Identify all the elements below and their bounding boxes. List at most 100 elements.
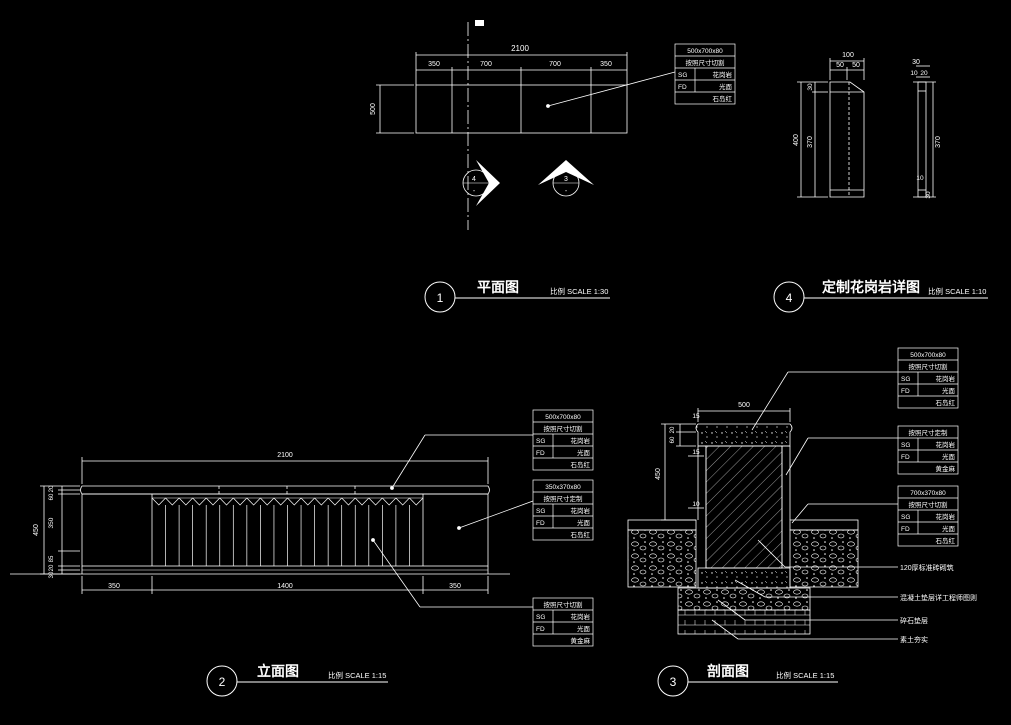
- svg-text:SG: SG: [901, 376, 910, 383]
- slat-chevron: [233, 497, 248, 506]
- detail-view: [797, 58, 936, 198]
- svg-text:石岛红: 石岛红: [571, 530, 591, 539]
- section-dim-text: 500 450 20 60 15 15 10: [655, 402, 750, 508]
- svg-text:黄金麻: 黄金麻: [571, 636, 591, 645]
- svg-text:400: 400: [793, 134, 800, 146]
- slat-chevron: [287, 497, 302, 506]
- marker-4-dash: -: [473, 188, 476, 195]
- svg-text:FD: FD: [536, 520, 545, 527]
- plan-legend: [674, 43, 736, 105]
- svg-text:花岗岩: 花岗岩: [713, 70, 733, 79]
- svg-text:FD: FD: [536, 450, 545, 457]
- slat-chevron: [341, 497, 356, 506]
- slat-chevron: [395, 497, 410, 506]
- detail-dim-text: 100 50 50 30 400 370 30 10 20 370 10 30: [793, 52, 942, 199]
- svg-text:1400: 1400: [277, 583, 293, 590]
- svg-text:按照尺寸切割: 按照尺寸切割: [544, 600, 584, 609]
- plan-dim-text: 2100 350 700 700 350 500: [370, 44, 612, 115]
- svg-text:85: 85: [49, 555, 55, 562]
- slat-chevron: [219, 497, 234, 506]
- svg-text:立面图: 立面图: [257, 663, 299, 679]
- svg-text:60: 60: [49, 493, 55, 500]
- svg-text:SG: SG: [536, 508, 545, 515]
- elev-legend-mid-text: 350x370x80 按照尺寸定制 SG 花岗岩 FD 光面 石岛红: [536, 484, 591, 539]
- svg-text:光面: 光面: [577, 624, 591, 633]
- marker-3-number: 3: [564, 176, 568, 183]
- slat-chevron: [151, 497, 166, 506]
- svg-text:花岗岩: 花岗岩: [571, 506, 591, 515]
- slat-chevron: [300, 497, 315, 506]
- plan-dim-seg3: 700: [549, 61, 561, 68]
- slat-chevron: [260, 497, 275, 506]
- marker-4-number: 4: [472, 176, 476, 183]
- svg-text:比例 SCALE 1:15: 比例 SCALE 1:15: [328, 670, 386, 680]
- slat-chevron: [327, 497, 342, 506]
- svg-text:FD: FD: [901, 454, 910, 461]
- svg-text:450: 450: [33, 524, 40, 536]
- slat-chevron: [273, 497, 288, 506]
- svg-text:4: 4: [786, 291, 793, 305]
- sec-legend-mid-text: 按照尺寸定制 SG 花岗岩 FD 光面 黄金麻: [901, 428, 956, 473]
- svg-text:石岛红: 石岛红: [936, 398, 956, 407]
- svg-text:10: 10: [916, 175, 924, 182]
- svg-text:60: 60: [670, 436, 676, 443]
- svg-text:1: 1: [437, 291, 444, 305]
- svg-text:50: 50: [836, 62, 844, 69]
- svg-text:350: 350: [108, 583, 120, 590]
- svg-text:FD: FD: [901, 388, 910, 395]
- svg-text:15: 15: [692, 449, 700, 456]
- svg-text:花岗岩: 花岗岩: [936, 374, 956, 383]
- svg-text:石岛红: 石岛红: [936, 536, 956, 545]
- title-section: 3 剖面图 比例 SCALE 1:15: [657, 663, 838, 697]
- svg-text:20: 20: [49, 564, 55, 571]
- svg-text:光面: 光面: [577, 448, 591, 457]
- svg-text:30: 30: [49, 571, 55, 578]
- svg-text:花岗岩: 花岗岩: [571, 436, 591, 445]
- svg-text:700x370x80: 700x370x80: [910, 490, 946, 497]
- elevation-slats: [151, 497, 424, 566]
- svg-text:2100: 2100: [277, 452, 293, 459]
- svg-text:20: 20: [670, 426, 676, 433]
- elev-legend-bot-text: 按照尺寸切割 SG 花岗岩 FD 光面 黄金麻: [536, 600, 591, 645]
- svg-text:SG: SG: [901, 442, 910, 449]
- title-plan: 1 平面图 比例 SCALE 1:30: [424, 279, 610, 313]
- svg-text:按照尺寸定制: 按照尺寸定制: [544, 494, 584, 503]
- svg-text:500x700x80: 500x700x80: [545, 414, 581, 421]
- svg-text:比例 SCALE 1:15: 比例 SCALE 1:15: [776, 670, 834, 680]
- svg-text:10: 10: [692, 501, 700, 508]
- slat-chevron: [368, 497, 383, 506]
- svg-text:350: 350: [48, 517, 55, 528]
- slat-chevron: [192, 497, 207, 506]
- note-soil: 素土夯实: [900, 635, 928, 644]
- svg-text:花岗岩: 花岗岩: [571, 612, 591, 621]
- plan-bench-outline: [415, 84, 628, 134]
- slat-chevron: [409, 497, 424, 506]
- svg-text:500x700x80: 500x700x80: [687, 48, 723, 55]
- svg-text:500x700x80: 500x700x80: [910, 352, 946, 359]
- plan-dim-seg2: 700: [480, 61, 492, 68]
- note-brick: 120厚标准砖砌筑: [900, 563, 954, 572]
- plan-dim-total: 2100: [511, 44, 529, 53]
- slat-chevron: [246, 497, 261, 506]
- svg-text:SG: SG: [536, 438, 545, 445]
- elev-legend-tables: [532, 409, 594, 647]
- section-view: [627, 371, 898, 640]
- note-gravel: 碎石垫层: [900, 616, 928, 625]
- svg-text:30: 30: [807, 83, 814, 91]
- elevation-view: [10, 434, 534, 608]
- svg-text:光面: 光面: [942, 386, 956, 395]
- plan-dim-seg4: 350: [600, 61, 612, 68]
- marker-3-dash: -: [565, 188, 568, 195]
- svg-text:剖面图: 剖面图: [707, 663, 749, 679]
- elevation-dim-text: 2100 350 1400 350 450 20 60 350 85 20 30: [33, 452, 461, 590]
- title-elevation: 2 立面图 比例 SCALE 1:15: [206, 663, 388, 697]
- svg-text:30: 30: [912, 59, 920, 66]
- svg-text:黄金麻: 黄金麻: [936, 464, 956, 473]
- svg-text:20: 20: [920, 70, 928, 77]
- svg-text:500: 500: [738, 402, 750, 409]
- svg-text:定制花岗岩详图: 定制花岗岩详图: [822, 279, 920, 295]
- svg-text:花岗岩: 花岗岩: [936, 512, 956, 521]
- svg-text:石岛红: 石岛红: [713, 94, 733, 103]
- svg-text:370: 370: [807, 136, 814, 148]
